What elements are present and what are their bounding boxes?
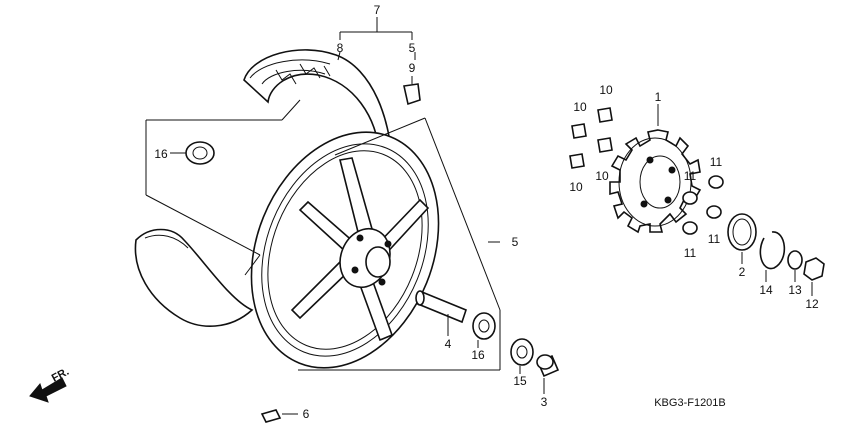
callout-11-a: 11 <box>710 155 723 169</box>
callout-16-upper: 16 <box>154 147 168 161</box>
sprocket <box>609 104 702 234</box>
stud-bolts <box>569 107 613 169</box>
bearing-15 <box>510 338 534 374</box>
nut-12 <box>803 257 825 296</box>
flange-nuts <box>682 175 724 235</box>
callout-12: 12 <box>805 297 819 311</box>
callout-6: 6 <box>303 407 310 421</box>
valve <box>403 76 421 106</box>
callout-10-c: 10 <box>595 169 609 183</box>
callout-11-d: 11 <box>684 246 697 260</box>
clip-6 <box>260 409 298 423</box>
front-direction-arrow <box>29 377 67 403</box>
bearing-upper <box>170 141 215 165</box>
circlip <box>759 231 786 282</box>
wheel-rim <box>250 131 440 369</box>
callout-3: 3 <box>541 395 548 409</box>
callout-10-d: 10 <box>569 180 583 194</box>
callout-5-side: 5 <box>512 235 519 249</box>
callout-10-b: 10 <box>573 100 587 114</box>
callout-1: 1 <box>655 90 662 104</box>
callout-7-bracket <box>339 17 413 40</box>
callout-9: 9 <box>409 61 416 75</box>
distance-collar <box>415 290 467 336</box>
collar-3 <box>536 354 560 394</box>
callout-16-lower: 16 <box>471 348 485 362</box>
callout-5-top: 5 <box>409 41 416 55</box>
callout-labels: 7 8 5 9 16 5 4 16 15 3 6 1 10 10 10 10 1… <box>154 3 819 421</box>
callout-14: 14 <box>759 283 773 297</box>
callout-2: 2 <box>739 265 746 279</box>
callout-15: 15 <box>513 374 527 388</box>
bearing-lower <box>472 312 496 348</box>
washer-13 <box>787 250 803 282</box>
assembly-outline <box>145 99 501 371</box>
callout-11-c: 11 <box>708 232 721 246</box>
diagram-code: KBG3-F1201B <box>654 397 726 409</box>
callout-7: 7 <box>374 3 381 17</box>
callout-8: 8 <box>337 41 344 55</box>
callout-4: 4 <box>445 337 452 351</box>
front-label: FR. <box>50 366 71 385</box>
callout-13: 13 <box>788 283 802 297</box>
callout-11-b: 11 <box>684 169 697 183</box>
seal <box>727 213 757 264</box>
leader-lines <box>337 51 500 243</box>
callout-10-a: 10 <box>599 83 613 97</box>
